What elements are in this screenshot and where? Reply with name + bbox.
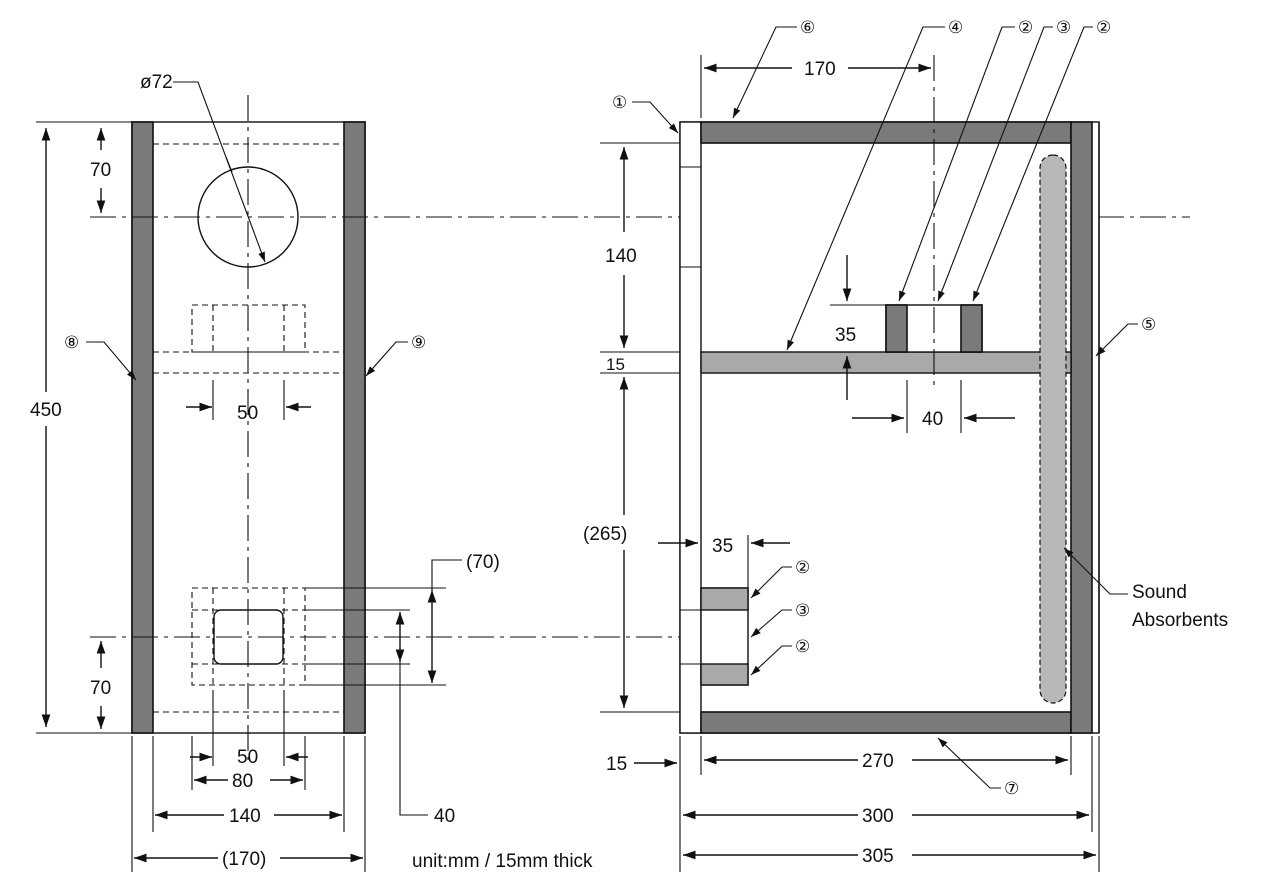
dim-top-offset: 170 xyxy=(804,59,836,80)
dim-depth-305: 305 xyxy=(862,846,894,867)
dim-upper: 140 xyxy=(605,246,637,267)
dim-inner-width: 140 xyxy=(229,806,261,827)
dim-port-inner: 50 xyxy=(237,403,258,424)
dim-inner-depth: 270 xyxy=(862,751,894,772)
dim-front-thick: 15 xyxy=(606,754,627,775)
part-5-label: ⑤ xyxy=(1141,315,1156,334)
dim-port-outer: 80 xyxy=(232,771,253,792)
part-2-label-c: ② xyxy=(795,558,810,577)
part-2-label-a: ② xyxy=(1018,18,1033,37)
hole-diameter-label: ø72 xyxy=(140,72,173,93)
bottom-panel xyxy=(700,711,1072,734)
shelf xyxy=(700,351,1072,374)
dim-port-height-inner: 40 xyxy=(434,806,455,827)
dim-port-height-outer: (70) xyxy=(466,552,500,573)
part-2-label-b: ② xyxy=(1096,18,1111,37)
dim-port-depth: 35 xyxy=(712,536,733,557)
part-9-label: ⑨ xyxy=(411,333,426,352)
part-4-label: ④ xyxy=(948,18,963,37)
front-baffle xyxy=(679,121,702,734)
part-8-label: ⑧ xyxy=(64,333,79,352)
side-panel-right xyxy=(343,121,366,734)
dim-outer-width: (170) xyxy=(222,849,266,870)
part-3-label-b: ③ xyxy=(795,601,810,620)
back-panel xyxy=(1070,121,1093,734)
dim-top: 70 xyxy=(90,160,111,181)
dim-bottom: 70 xyxy=(90,678,111,699)
dim-block: 35 xyxy=(835,325,856,346)
part-7-label: ⑦ xyxy=(1004,779,1019,798)
side-panel-left xyxy=(131,121,154,734)
dim-lower: (265) xyxy=(583,524,627,545)
dim-shelf: 15 xyxy=(606,355,625,374)
dim-height: 450 xyxy=(30,400,62,421)
dim-port-opening-inner: 50 xyxy=(237,747,258,768)
absorbent-label-line1: Sound xyxy=(1132,582,1187,603)
top-panel xyxy=(700,121,1072,144)
dim-block-gap: 40 xyxy=(922,409,943,430)
absorbent-label-line2: Absorbents xyxy=(1132,610,1228,631)
side-view: 170 140 15 (265) 35 40 35 xyxy=(583,18,1228,872)
part-6-label: ⑥ xyxy=(800,18,815,37)
sound-absorbent xyxy=(1039,154,1067,704)
unit-note: unit:mm / 15mm thick xyxy=(412,851,593,872)
part-2-label-d: ② xyxy=(795,637,810,656)
part-3-label-a: ③ xyxy=(1056,18,1071,37)
dim-depth-300: 300 xyxy=(862,806,894,827)
part-1-label: ① xyxy=(612,93,627,112)
